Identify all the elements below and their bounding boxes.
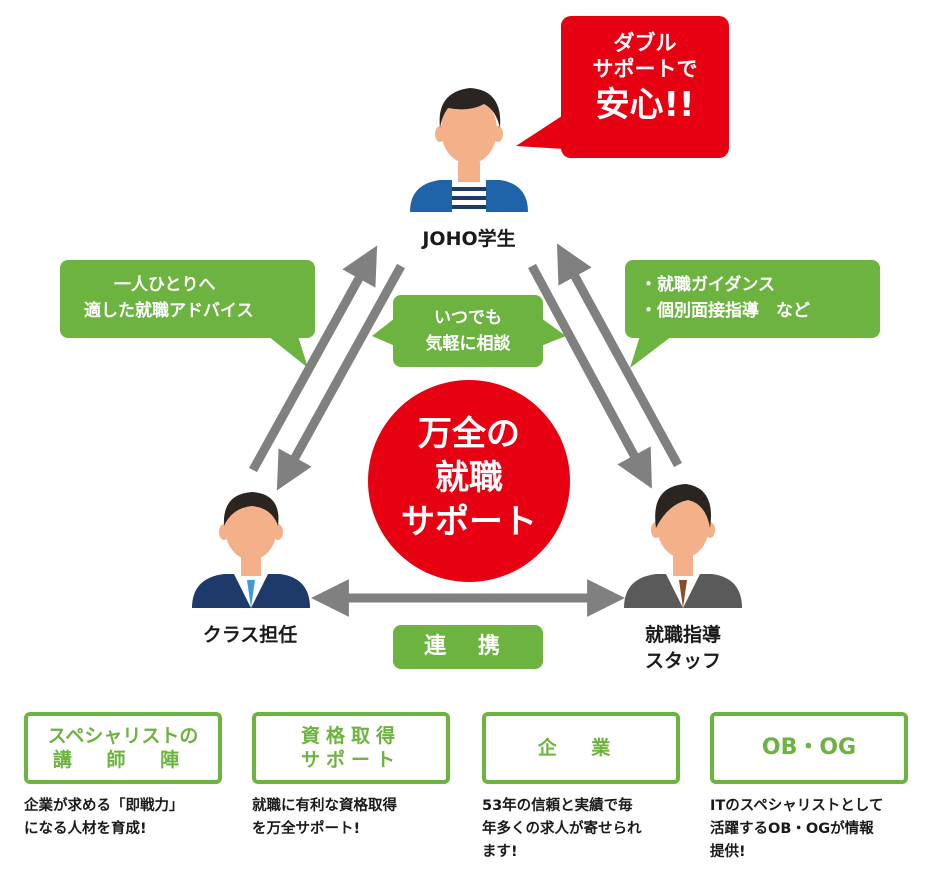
student-label: JOHO学生	[422, 228, 516, 250]
card-company-title: 企 業	[482, 712, 680, 784]
card-license-desc2: を万全サポート!	[252, 821, 361, 837]
bubble-left	[60, 260, 315, 368]
card-company-desc3: ます!	[482, 844, 518, 860]
card-obog-desc2: 活躍するOB・OGが情報	[710, 821, 874, 837]
student-figure	[410, 88, 528, 212]
card-license-title: 資格取得 サポート	[252, 712, 450, 784]
arrow-staff-to-student	[556, 243, 682, 468]
bubble-middle	[372, 295, 566, 367]
speech-bubble	[516, 16, 729, 158]
card-specialist-title-line2: 講 師 陣	[52, 749, 194, 771]
card-license-desc1: 就職に有利な資格取得	[252, 798, 397, 814]
bubble-left-line1: 一人ひとりへ	[114, 275, 216, 295]
card-obog-desc1: ITのスペシャリストとして	[710, 798, 884, 814]
staff-label: 就職指導 スタッフ	[603, 622, 763, 674]
renkei-badge: 連 携	[393, 625, 543, 669]
staff-figure	[624, 484, 742, 608]
card-specialist-title: スペシャリストの 講 師 陣	[24, 712, 222, 784]
arrows	[249, 243, 682, 617]
staff-label-line1: 就職指導	[644, 624, 721, 646]
bubble-middle-text: いつでも 気軽に相談	[393, 305, 543, 357]
center-circle	[368, 380, 570, 582]
card-obog-title: OB・OG	[710, 712, 908, 784]
teacher-figure	[192, 492, 310, 608]
card-license-title-line2: サポート	[300, 749, 401, 771]
bubble-left-line2: 適した就職アドバイス	[84, 301, 254, 321]
card-company-desc: 53年の信頼と実績で毎 年多くの求人が寄せられ ます!	[482, 795, 694, 864]
center-line3: サポート	[401, 502, 537, 542]
card-company-desc1: 53年の信頼と実績で毎	[482, 798, 633, 814]
card-specialist-desc1: 企業が求める「即戦力」	[24, 798, 184, 814]
card-specialist-title-line1: スペシャリストの	[47, 725, 199, 747]
card-obog-desc: ITのスペシャリストとして 活躍するOB・OGが情報 提供!	[710, 795, 930, 864]
card-obog-desc3: 提供!	[710, 844, 746, 860]
center-line1: 万全の	[418, 414, 520, 454]
card-company-desc2: 年多くの求人が寄せられ	[482, 821, 642, 837]
card-specialist-desc2: になる人材を育成!	[24, 821, 147, 837]
center-line2: 就職	[435, 458, 503, 498]
support-diagram	[60, 16, 880, 617]
bubble-right	[625, 260, 880, 368]
speech-bubble-text: ダブル サポートで 安心!!	[561, 30, 729, 127]
staff-label-line2: スタッフ	[644, 650, 721, 672]
bubble-right-line1: ・就職ガイダンス	[640, 275, 775, 295]
center-circle-text: 万全の 就職 サポート	[368, 412, 570, 544]
teacher-label: クラス担任	[202, 624, 298, 646]
card-specialist-desc: 企業が求める「即戦力」 になる人材を育成!	[24, 795, 234, 841]
bubble-right-text: ・就職ガイダンス ・個別面接指導 など	[640, 272, 875, 324]
arrow-student-to-teacher	[276, 263, 405, 491]
speech-bubble-line2: サポートで	[592, 57, 698, 82]
card-license-title-line1: 資格取得	[300, 725, 401, 747]
card-obog-title-line1: OB・OG	[761, 735, 857, 760]
arrow-teacher-to-student	[249, 245, 378, 473]
speech-bubble-line3: 安心!!	[595, 84, 695, 125]
arrow-student-to-staff	[528, 263, 652, 489]
speech-bubble-line1: ダブル	[613, 31, 677, 55]
bubble-middle-line2: 気軽に相談	[425, 334, 511, 354]
card-company-title-line1: 企 業	[537, 737, 625, 759]
bubble-left-text: 一人ひとりへ 適した就職アドバイス	[84, 272, 314, 324]
bubble-middle-line1: いつでも	[434, 308, 502, 328]
bubble-right-line2: ・個別面接指導 など	[640, 301, 810, 321]
card-license-desc: 就職に有利な資格取得 を万全サポート!	[252, 795, 462, 841]
